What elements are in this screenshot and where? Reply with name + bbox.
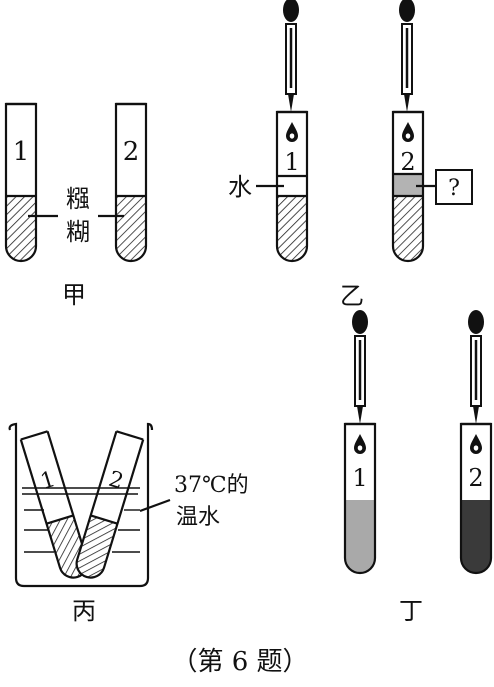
paste-fill: [116, 196, 146, 261]
temp-label-1: 37℃的: [174, 473, 249, 498]
ding-tube-2-number: 2: [468, 464, 483, 492]
temp-label-2: 温水: [176, 505, 220, 530]
bing-tube-2-number: 2: [106, 467, 127, 495]
panel-ding: 1 2 丁: [343, 308, 493, 625]
unknown-mark: ?: [448, 176, 460, 201]
panel-ding-label: 丁: [399, 597, 423, 625]
dropper-icon: [397, 0, 417, 114]
jia-tube-1-number: 1: [13, 137, 30, 167]
yi-tube-2-number: 2: [400, 148, 415, 176]
ding-tube-1: 1: [343, 422, 377, 575]
panel-bing: 1 2 37℃的 温水 丙: [8, 422, 249, 625]
yi-tube-2: 2: [391, 110, 425, 263]
dropper-icon: [281, 0, 301, 114]
jia-tube-1: 1: [4, 102, 38, 263]
paste-fill: [6, 196, 36, 261]
paste-label-1: 糨: [66, 185, 90, 213]
leader-line: [139, 498, 171, 513]
yi-tube-1-number: 1: [284, 148, 299, 176]
panel-yi-label: 乙: [340, 282, 364, 310]
jia-tube-2-number: 2: [123, 137, 140, 167]
yi-tube-1: 1: [275, 110, 309, 263]
drop-icon: [402, 122, 414, 142]
dark-liquid: [461, 500, 491, 573]
panel-yi: 1 2 水 ? 乙: [228, 0, 473, 310]
light-liquid: [345, 500, 375, 573]
panel-bing-label: 丙: [72, 597, 96, 625]
bing-tube-2: 2: [75, 430, 145, 579]
beaker: [8, 422, 154, 588]
drop-icon: [354, 434, 366, 454]
dropper-icon: [350, 308, 370, 426]
ding-tube-2: 2: [459, 422, 493, 575]
dropper-icon: [466, 308, 486, 426]
bing-tube-1-number: 1: [38, 467, 59, 495]
panel-jia: 1 2 糨 糊 甲: [4, 102, 148, 309]
unknown-box: [435, 169, 473, 205]
figure-caption: （第 6 题）: [171, 647, 308, 677]
jia-tube-2: 2: [114, 102, 148, 263]
water-label: 水: [228, 173, 252, 201]
drop-icon: [470, 434, 482, 454]
paste-label-2: 糊: [66, 218, 90, 246]
ding-tube-1-number: 1: [352, 464, 367, 492]
unknown-liquid: [393, 174, 423, 196]
drop-icon: [286, 122, 298, 142]
panel-jia-label: 甲: [62, 281, 86, 309]
